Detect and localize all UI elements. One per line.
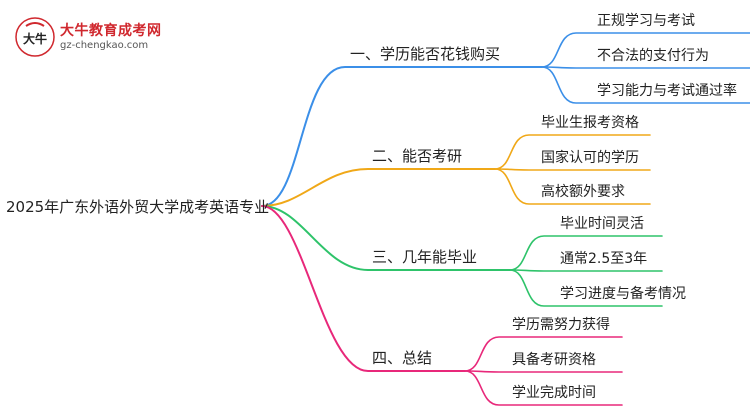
leaf-node-3-2: 通常2.5至3年: [560, 251, 648, 267]
bull-logo-icon: 大牛: [15, 17, 55, 57]
root-node: 2025年广东外语外贸大学成考英语专业: [6, 198, 270, 216]
leaf-node-1-1: 正规学习与考试: [597, 13, 695, 29]
leaf-node-4-1: 学历需努力获得: [512, 317, 610, 333]
leaf-connector-2-3: [494, 168, 651, 205]
leaf-connector-3-3: [509, 269, 663, 307]
leaf-node-2-3: 高校额外要求: [541, 184, 625, 200]
leaf-connector-2-1: [494, 134, 651, 170]
branch-node-3: 三、几年能毕业: [372, 248, 478, 266]
logo-glyph: 大牛: [23, 31, 47, 46]
logo-title: 大牛教育成考网: [60, 23, 162, 39]
leaf-node-3-1: 毕业时间灵活: [560, 216, 644, 232]
branch-connector-3: [261, 205, 511, 271]
branch-node-2: 二、能否考研: [372, 147, 463, 165]
branch-node-1: 一、学历能否花钱购买: [350, 45, 501, 63]
leaf-node-4-2: 具备考研资格: [512, 352, 596, 368]
branch-connector-4: [261, 205, 466, 372]
leaf-node-2-1: 毕业生报考资格: [541, 115, 639, 131]
branch-connector-2: [261, 168, 496, 207]
logo-url: gz-chengkao.com: [60, 40, 149, 51]
leaf-connector-3-2: [509, 269, 663, 272]
branch-node-4: 四、总结: [372, 349, 433, 367]
leaf-node-2-2: 国家认可的学历: [541, 150, 639, 166]
leaf-connector-1-2: [541, 66, 750, 69]
leaf-node-3-3: 学习进度与备考情况: [560, 286, 686, 302]
branch-connector-1: [261, 66, 543, 207]
leaf-connector-4-3: [464, 370, 623, 406]
leaf-connector-1-1: [541, 32, 750, 68]
leaf-node-1-3: 学习能力与考试通过率: [597, 83, 737, 99]
leaf-connector-4-1: [464, 336, 623, 372]
leaf-node-1-2: 不合法的支付行为: [597, 48, 709, 64]
leaf-connector-3-1: [509, 235, 663, 271]
leaf-connector-1-3: [541, 66, 750, 104]
site-logo: 大牛 大牛教育成考网 gz-chengkao.com: [14, 14, 184, 58]
leaf-connector-2-2: [494, 168, 651, 171]
leaf-connector-4-2: [464, 370, 623, 373]
leaf-node-4-3: 学业完成时间: [512, 385, 596, 401]
